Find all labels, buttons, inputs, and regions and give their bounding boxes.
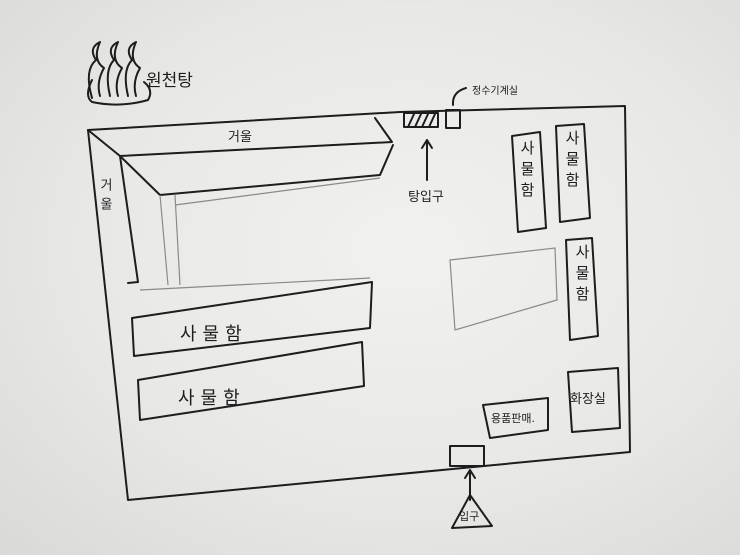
entrance-door: [449, 445, 485, 467]
locker-box-2: [137, 341, 365, 421]
hot-spring-steam-icon: [87, 41, 152, 106]
sales-label: 용품판매.: [491, 412, 535, 425]
title: 원천탕: [146, 71, 193, 91]
locker-box-3: [511, 131, 547, 233]
outer-wall: [87, 105, 631, 501]
entrance-label: 입구: [459, 510, 480, 523]
machine-room-label: 정수기계실: [472, 86, 518, 97]
locker-label-1: 사물함: [180, 324, 248, 345]
locker-label-4: 사물함: [563, 130, 581, 193]
locker-label-3: 사물함: [518, 140, 536, 203]
mirror-structure: [87, 117, 394, 284]
sales-box: [482, 397, 549, 439]
mirror-label-left: 거울: [97, 178, 112, 216]
center-table: [449, 247, 558, 331]
machine-room-box: [445, 109, 461, 129]
restroom-label: 화장실: [570, 392, 606, 407]
restroom-box: [567, 367, 621, 433]
entrance-triangle: [451, 494, 493, 529]
locker-box-1: [131, 281, 373, 357]
mirror-label-top: 거울: [228, 130, 252, 145]
locker-box-5: [565, 237, 599, 341]
locker-box-4: [555, 123, 591, 223]
locker-label-2: 사물함: [178, 388, 246, 409]
bath-entrance-door: [403, 112, 439, 128]
locker-label-5: 사물함: [573, 244, 591, 307]
bath-entrance-label: 탕입구: [408, 190, 444, 205]
